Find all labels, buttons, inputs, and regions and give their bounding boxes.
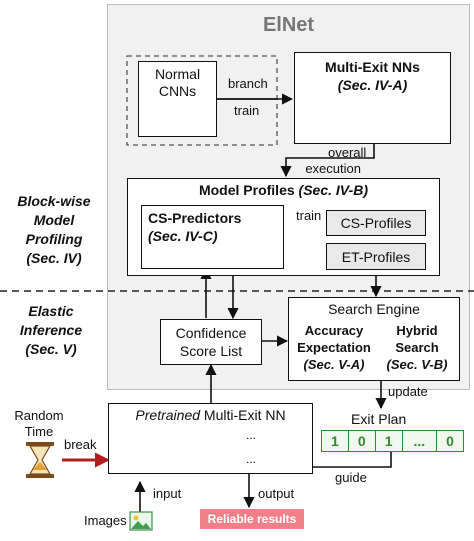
search-engine-accuracy: Accuracy Expectation (Sec. V-A) [293,322,375,373]
side-label-inference-line1: Elastic [28,303,74,319]
accuracy-line2: Expectation [297,340,371,355]
side-label-profiling-line3: Profiling [25,231,83,247]
multi-exit-sec: (Sec. IV-A) [337,77,408,93]
normal-cnns-line1: Normal [154,66,201,82]
edge-update-label: update [388,384,428,399]
hybrid-line1: Hybrid [396,323,438,338]
exit-plan-cell: 0 [349,431,376,451]
accuracy-line1: Accuracy [304,323,364,338]
overall-execution-arrow [280,144,375,178]
confidence-score-list-box: Confidence Score List [160,319,262,365]
accuracy-sec: (Sec. V-A) [303,357,365,372]
exit-plan-cell: 0 [446,433,454,449]
multi-exit-title: Multi-Exit NNs [325,59,420,75]
chain-dots: ... [246,428,257,442]
model-profiles-heading: Model Profiles (Sec. IV-B) [128,182,439,198]
exit-plan-cell: ... [403,431,438,451]
pretrained-multi-exit-box: Pretrained Multi-Exit NN [108,403,313,474]
edge-train-label: train [234,103,260,118]
search-engine-title: Search Engine [328,301,420,317]
normal-cnns-dashed-group [126,55,278,146]
normal-cnns-line2: CNNs [158,83,197,99]
images-label: Images [84,513,127,528]
model-profiles-title: Model Profiles [198,182,295,198]
pretrained-title-rest: Multi-Exit NN [200,407,286,423]
normal-cnns-label: Normal CNNs [139,66,216,100]
model-profiles-sec: (Sec. IV-B) [298,182,369,198]
edge-overall-line1: overall [328,145,367,160]
confidence-line2: Score List [179,343,243,359]
pretrained-title-italic: Pretrained [135,407,201,423]
exit-dots: ... [246,452,257,466]
edge-overall-line2: execution [305,161,361,176]
side-label-profiling-line2: Model [33,212,75,228]
cs-predictors-title: CS-Predictors [148,210,242,226]
random-time-label: Random Time [13,408,65,440]
exit-plan-title: Exit Plan [351,411,407,427]
cs-profiles-box: CS-Profiles [326,210,426,236]
reliable-results-badge: Reliable results [200,509,304,529]
edge-output-label: output [258,486,295,501]
hybrid-sec: (Sec. V-B) [386,357,448,372]
search-engine-hybrid: Hybrid Search (Sec. V-B) [377,322,457,373]
multi-exit-nns-box: Multi-Exit NNs (Sec. IV-A) [294,52,451,144]
elnet-title: ElNet [262,13,315,36]
exit-plan-cell: 1 [376,431,403,451]
normal-cnns-box: Normal CNNs [138,61,217,137]
edge-break-label: break [64,437,97,452]
exit-plan-cell: 1 [322,431,349,451]
edge-overall-label: overall execution [300,145,366,177]
hourglass-icon [26,442,54,478]
exit-plan-row: 1 0 1 ... 0 [321,430,464,452]
edge-guide-label: guide [335,470,367,485]
side-label-profiling: Block-wise Model Profiling (Sec. IV) [0,192,108,268]
edge-input-label: input [153,486,182,501]
et-profiles-box: ET-Profiles [326,243,426,270]
pretrained-title: Pretrained Multi-Exit NN [109,407,312,423]
cs-predictors-sec: (Sec. IV-C) [148,228,218,244]
confidence-line1: Confidence [175,325,247,341]
hybrid-line2: Search [395,340,439,355]
side-label-inference-line2: Inference [19,322,83,338]
side-label-inference: Elastic Inference (Sec. V) [0,302,102,359]
side-label-profiling-line1: Block-wise [17,193,91,209]
search-engine-box: Search Engine Accuracy Expectation (Sec.… [288,297,460,381]
random-time-line2: Time [24,424,54,439]
side-label-profiling-line4: (Sec. IV) [26,250,82,266]
image-icon [129,511,153,531]
side-label-inference-line3: (Sec. V) [25,341,77,357]
cs-predictors-box: CS-Predictors (Sec. IV-C) [141,205,284,269]
edge-train-profiles-label: train [296,208,322,223]
random-time-line1: Random [14,408,64,423]
edge-branch-label: branch [228,76,268,91]
